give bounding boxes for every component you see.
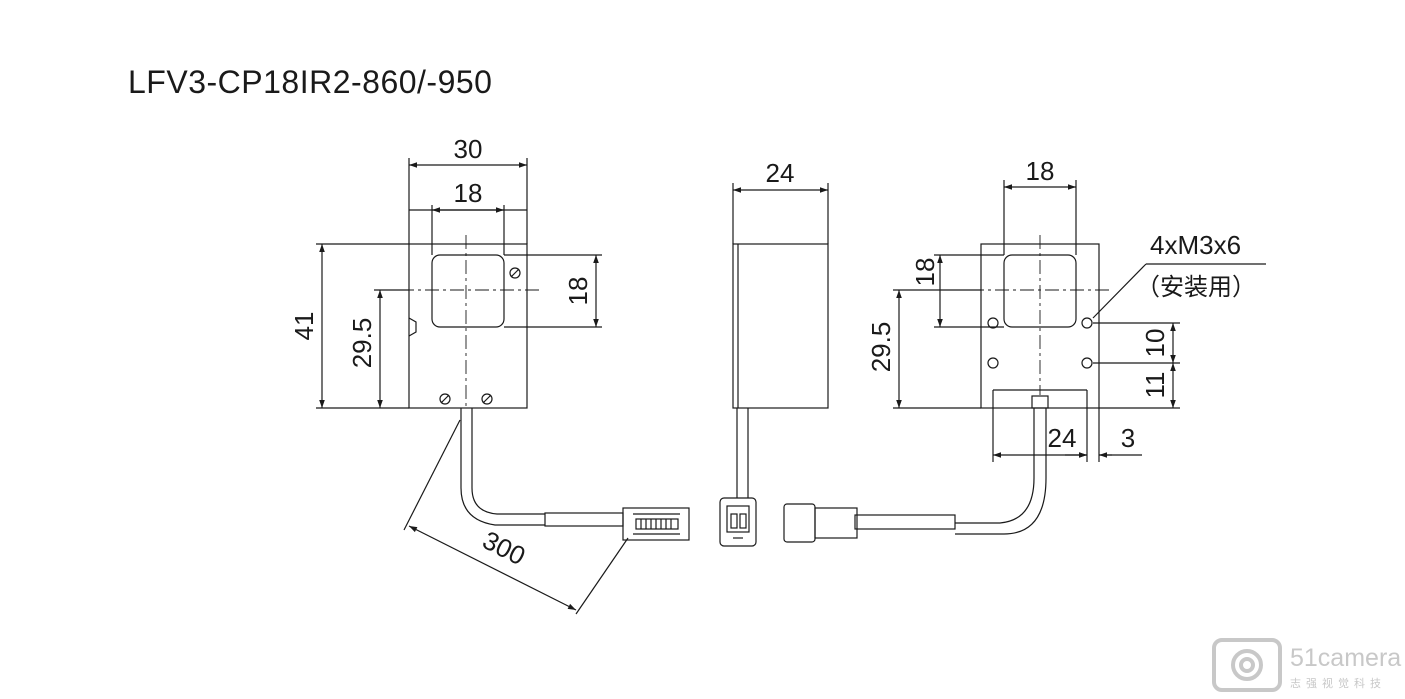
- dim-front-window-height: 18: [563, 277, 593, 306]
- cable-right: [955, 408, 1035, 524]
- dim-side-width: 24: [766, 158, 795, 188]
- back-view: [783, 235, 1110, 543]
- dim-back-center-height: 29.5: [866, 322, 896, 373]
- mount-hole-icon: [987, 317, 999, 329]
- side-view: [719, 243, 829, 547]
- front-screw-icon: [439, 393, 451, 405]
- dim-front-width: 30: [454, 134, 483, 164]
- mount-holes-label: 4xM3x6: [1150, 230, 1241, 260]
- mount-hole-icon: [987, 357, 999, 369]
- dim-hole-pitch-h: 24: [1048, 423, 1077, 453]
- mount-hole-icon: [1081, 357, 1093, 369]
- mount-hole-icon: [1081, 317, 1093, 329]
- connector-plug: [622, 507, 690, 541]
- connector-plug-right: [783, 503, 816, 543]
- front-screw-icon: [509, 267, 521, 279]
- drawing-title: LFV3-CP18IR2-860/-950: [128, 64, 493, 100]
- dim-front-height: 41: [289, 312, 319, 341]
- front-view: [400, 235, 690, 541]
- dim-hole-edge-offset: 3: [1121, 423, 1135, 453]
- dim-hole-spacing-upper: 10: [1140, 329, 1170, 358]
- front-screw-icon: [481, 393, 493, 405]
- mount-holes-note: （安装用）: [1136, 274, 1256, 301]
- dim-front-window-width: 18: [454, 178, 483, 208]
- connector-socket: [719, 497, 757, 547]
- watermark-logo-icon: [1212, 638, 1282, 692]
- cable-left: [460, 408, 545, 526]
- front-window: [431, 254, 505, 328]
- watermark-subtitle: 志强视觉科技: [1290, 677, 1386, 690]
- side-housing: [732, 243, 829, 409]
- watermark-brand: 51camera: [1290, 644, 1402, 672]
- dim-hole-spacing-lower: 11: [1140, 372, 1170, 399]
- front-housing: [408, 243, 528, 409]
- dim-back-window-height: 18: [910, 258, 940, 287]
- dim-back-window-width: 18: [1026, 156, 1055, 186]
- dim-front-center-height: 29.5: [347, 318, 377, 369]
